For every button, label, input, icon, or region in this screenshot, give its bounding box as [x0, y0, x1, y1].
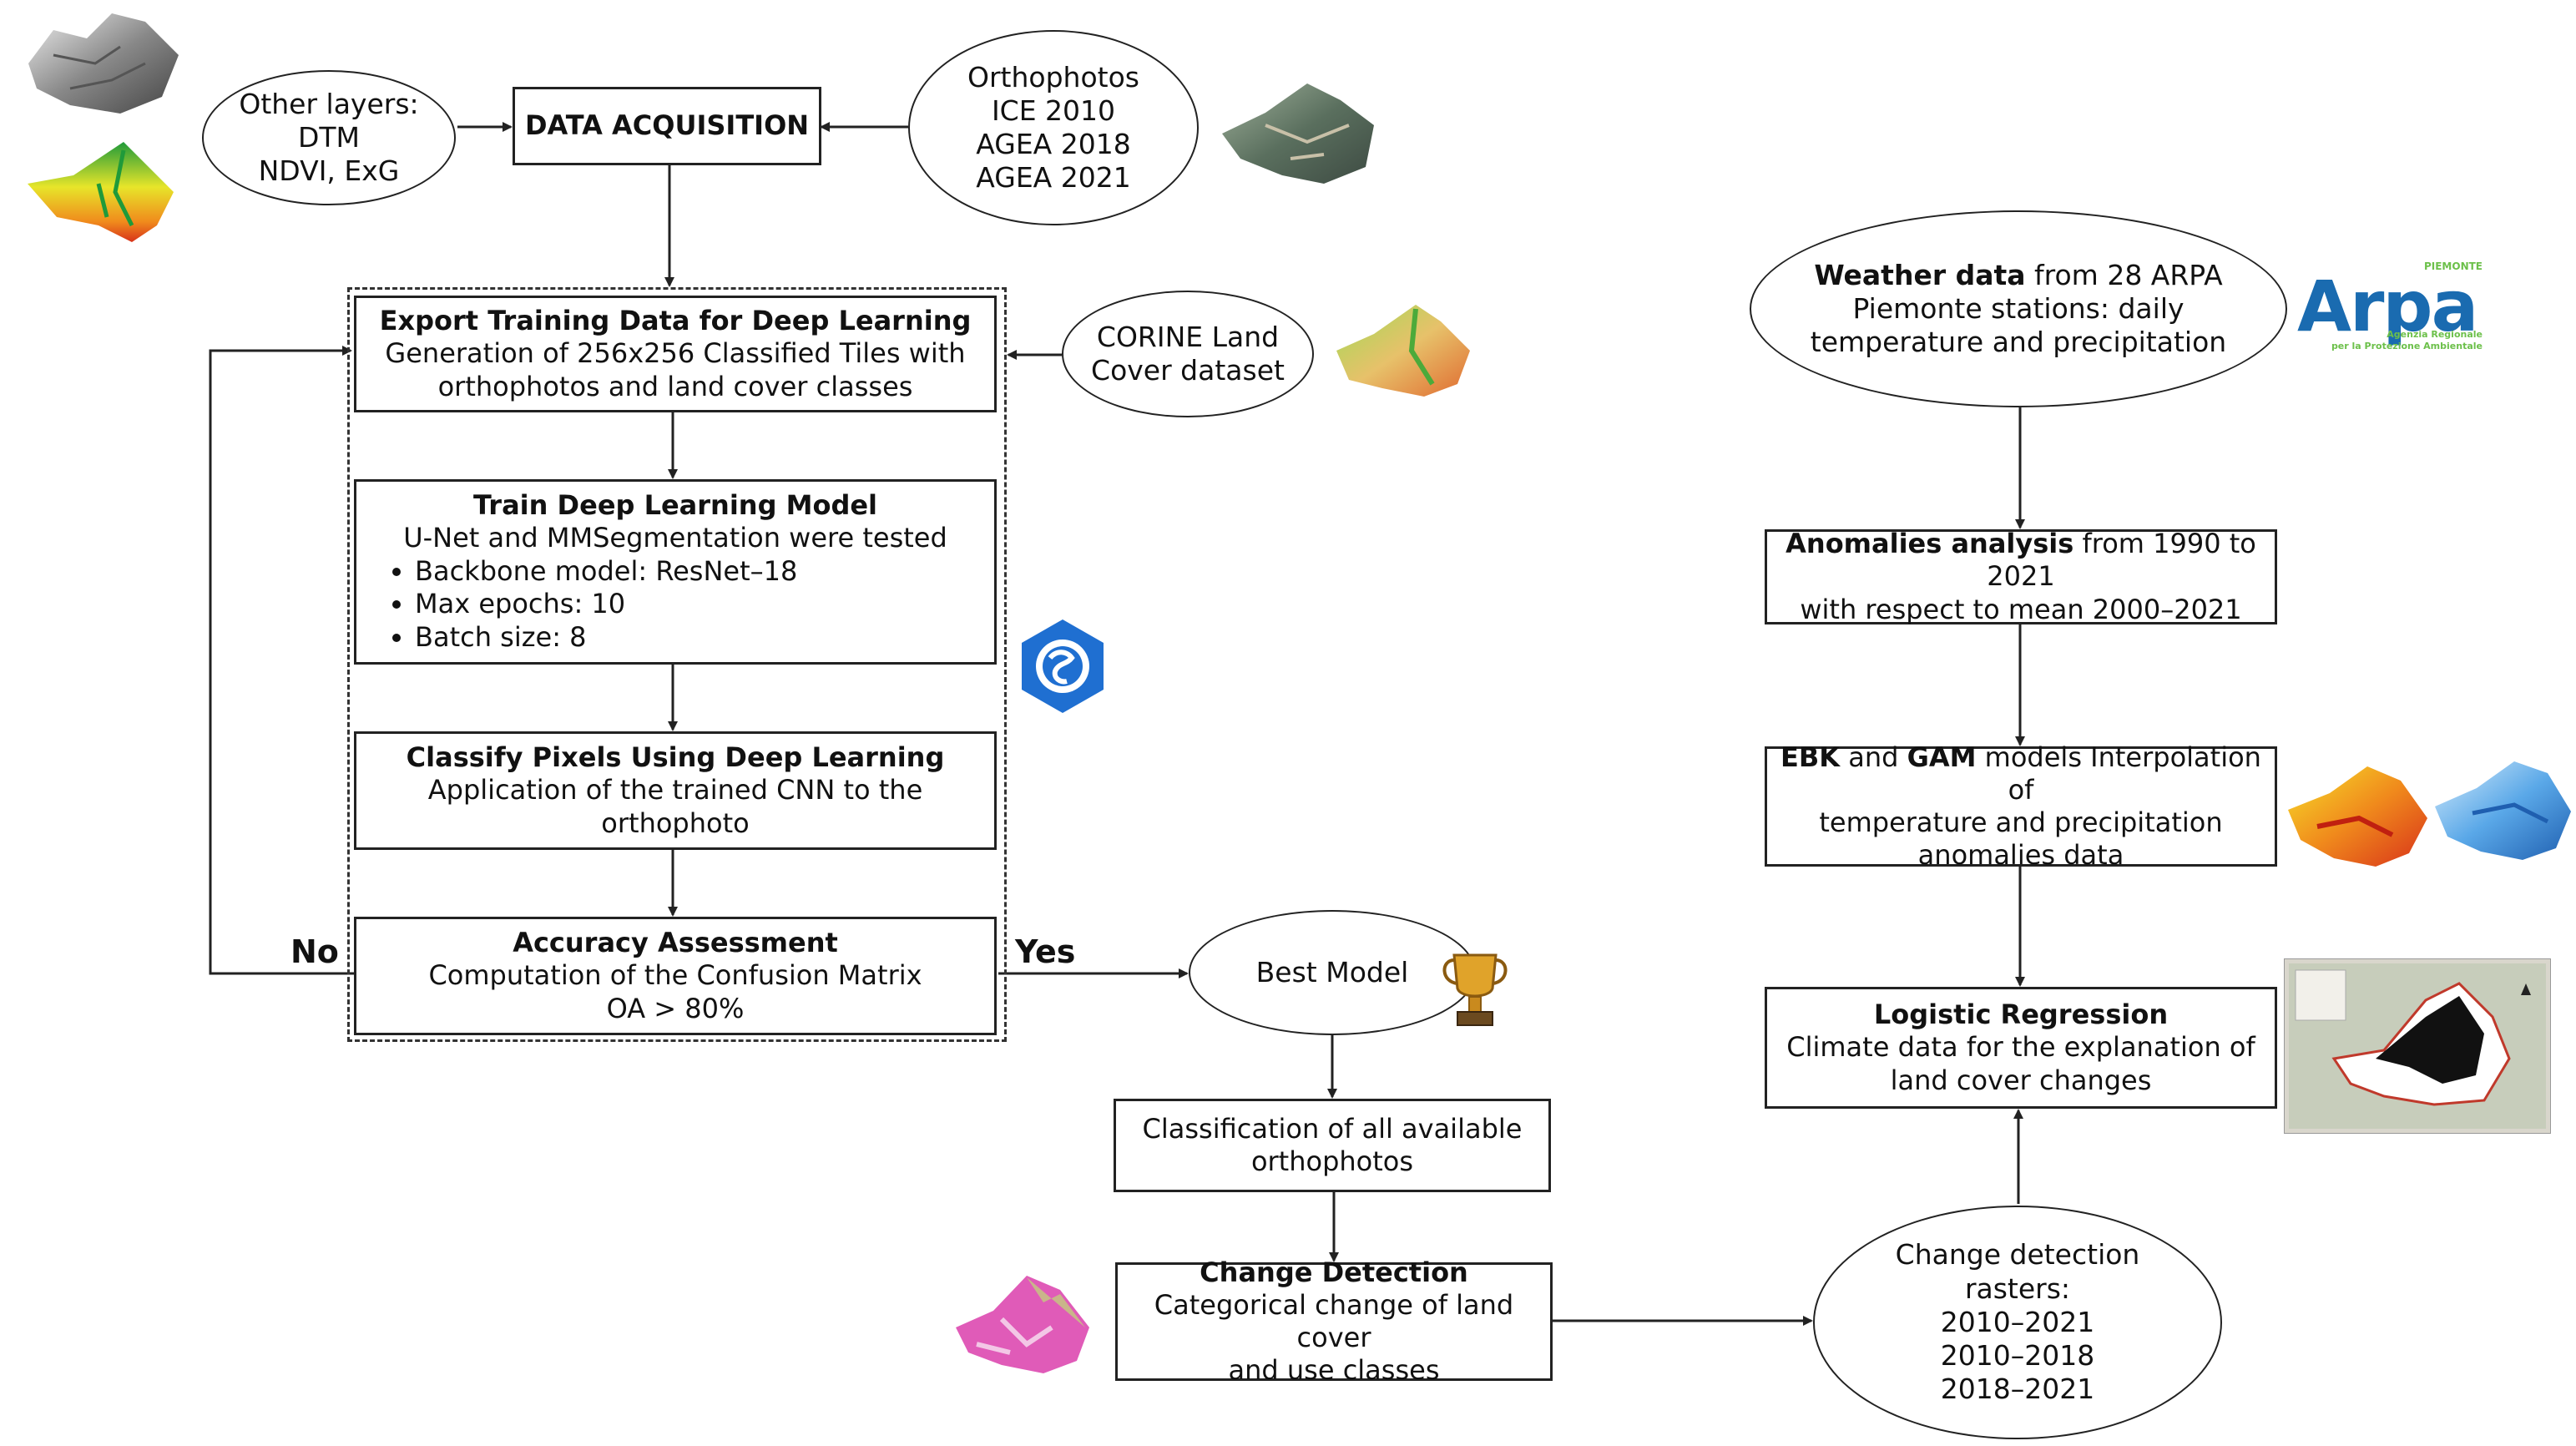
orthophotos-line3: AGEA 2018 [976, 128, 1131, 160]
accuracy-title: Accuracy Assessment [513, 927, 838, 959]
weather-rest: from 28 ARPA [2025, 258, 2223, 291]
accuracy-box: Accuracy Assessment Computation of the C… [354, 917, 997, 1035]
weather-line2: Piemonte stations: daily [1852, 291, 2185, 325]
train-bullet-epochs: Max epochs: 10 [415, 588, 986, 621]
orthophotos-line1: Orthophotos [967, 60, 1139, 94]
train-title: Train Deep Learning Model [472, 489, 878, 522]
weather-line3: temperature and precipitation [1810, 326, 2227, 359]
arpa-logo-top: PIEMONTE [2423, 260, 2483, 272]
ebk-line3: anomalies data [1917, 839, 2124, 872]
no-label: No [290, 933, 339, 970]
orthophoto-map-icon [1222, 83, 1374, 184]
change-rasters-line1: Change detection [1895, 1238, 2140, 1272]
classification-all-box: Classification of all available orthopho… [1114, 1099, 1551, 1192]
train-bullets: Backbone model: ResNet–18 Max epochs: 10… [365, 555, 986, 655]
classification-all-line1: Classification of all available [1142, 1112, 1523, 1145]
yes-label: Yes [1015, 933, 1076, 970]
other-layers-ellipse: Other layers: DTM NDVI, ExG [202, 70, 456, 205]
anomalies-bold: Anomalies analysis [1786, 528, 2074, 560]
train-model-box: Train Deep Learning Model U-Net and MMSe… [354, 479, 997, 665]
ebk-mid1: and [1840, 741, 1907, 773]
best-model-label: Best Model [1255, 955, 1409, 988]
accuracy-line2: OA > 80% [606, 992, 745, 1024]
temperature-map-icon [2288, 766, 2427, 867]
arpa-logo-text: Arpa [2297, 265, 2478, 347]
gam-bold: GAM [1907, 741, 1977, 773]
export-title: Export Training Data for Deep Learning [379, 305, 972, 337]
orthophotos-line2: ICE 2010 [991, 94, 1116, 127]
corine-map-icon [1336, 305, 1470, 397]
train-bullet-batch: Batch size: 8 [415, 621, 986, 655]
ebk-bold: EBK [1780, 741, 1841, 773]
arpa-logo-small2: per la Protezione Ambientale [2331, 341, 2483, 351]
anomalies-line1: Anomalies analysis from 1990 to 2021 [1775, 528, 2266, 593]
regression-map-icon [2284, 958, 2551, 1134]
ebk-line1: EBK and GAM models Interpolation of [1775, 741, 2266, 806]
corine-ellipse: CORINE Land Cover dataset [1062, 291, 1314, 417]
precipitation-map-icon [2435, 761, 2571, 860]
change-detection-box: Change Detection Categorical change of l… [1115, 1256, 1553, 1386]
logistic-regression-box: Logistic Regression Climate data for the… [1765, 987, 2277, 1109]
corine-line2: Cover dataset [1091, 354, 1285, 387]
corine-line1: CORINE Land [1096, 320, 1280, 353]
anomalies-line2: with respect to mean 2000–2021 [1800, 593, 2242, 625]
data-acquisition-box: DATA ACQUISITION [513, 87, 821, 165]
change-rasters-line5: 2018–2021 [1940, 1373, 2095, 1406]
classification-all-line2: orthophotos [1250, 1145, 1414, 1177]
ebk-line2: temperature and precipitation [1819, 806, 2223, 838]
orthophotos-line4: AGEA 2021 [976, 161, 1131, 195]
ndvi-map-icon [28, 142, 174, 242]
arrow-no-loop [209, 346, 354, 975]
arcgis-app-icon [1022, 619, 1104, 713]
change-rasters-ellipse: Change detection rasters: 2010–2021 2010… [1813, 1206, 2222, 1439]
dtm-map-icon [28, 13, 179, 114]
arpa-logo-small1: Agenzia Regionale [2387, 329, 2483, 340]
train-line1: U-Net and MMSegmentation were tested [403, 522, 947, 554]
change-detection-line2: and use classes [1228, 1354, 1440, 1387]
export-training-box: Export Training Data for Deep Learning G… [354, 296, 997, 412]
change-map-icon [956, 1276, 1089, 1373]
weather-line1: Weather data from 28 ARPA [1814, 259, 2222, 292]
classify-line2: orthophoto [601, 806, 750, 839]
weather-bold: Weather data [1814, 258, 2026, 291]
change-detection-line1: Categorical change of land cover [1154, 1288, 1514, 1353]
data-acquisition-label: DATA ACQUISITION [524, 109, 810, 142]
classify-pixels-box: Classify Pixels Using Deep Learning Appl… [354, 731, 997, 850]
change-rasters-line4: 2010–2018 [1940, 1339, 2095, 1373]
deep-learning-group [347, 287, 1007, 1042]
trophy-icon [1442, 953, 1508, 1026]
export-line2: orthophotos and land cover classes [437, 370, 913, 402]
best-model-ellipse: Best Model [1189, 910, 1476, 1035]
ebk-gam-box: EBK and GAM models Interpolation of temp… [1765, 741, 2277, 871]
accuracy-line1: Computation of the Confusion Matrix [428, 959, 922, 992]
change-detection-title: Change Detection [1200, 1256, 1468, 1288]
anomalies-box: Anomalies analysis from 1990 to 2021 wit… [1765, 528, 2277, 625]
classify-line1: Application of the trained CNN to the [427, 774, 923, 806]
classify-title: Classify Pixels Using Deep Learning [406, 741, 945, 774]
logistic-line2: land cover changes [1890, 1064, 2152, 1096]
anomalies-rest: from 1990 to 2021 [1987, 528, 2256, 593]
orthophotos-ellipse: Orthophotos ICE 2010 AGEA 2018 AGEA 2021 [908, 30, 1199, 225]
weather-ellipse: Weather data from 28 ARPA Piemonte stati… [1750, 210, 2287, 407]
ebk-mid2: models Interpolation of [1976, 741, 2261, 806]
logistic-title: Logistic Regression [1873, 999, 2169, 1031]
change-rasters-line2: rasters: [1964, 1272, 2071, 1305]
other-layers-line3: NDVI, ExG [258, 154, 400, 188]
logistic-line1: Climate data for the explanation of [1786, 1031, 2255, 1064]
train-bullet-backbone: Backbone model: ResNet–18 [415, 555, 986, 589]
export-line1: Generation of 256x256 Classified Tiles w… [385, 337, 966, 370]
other-layers-line1: Other layers: [239, 87, 419, 120]
change-rasters-line3: 2010–2021 [1940, 1305, 2095, 1338]
arpa-logo: PIEMONTE Arpa Agenzia Regionale per la P… [2297, 260, 2494, 359]
other-layers-line2: DTM [297, 120, 361, 154]
